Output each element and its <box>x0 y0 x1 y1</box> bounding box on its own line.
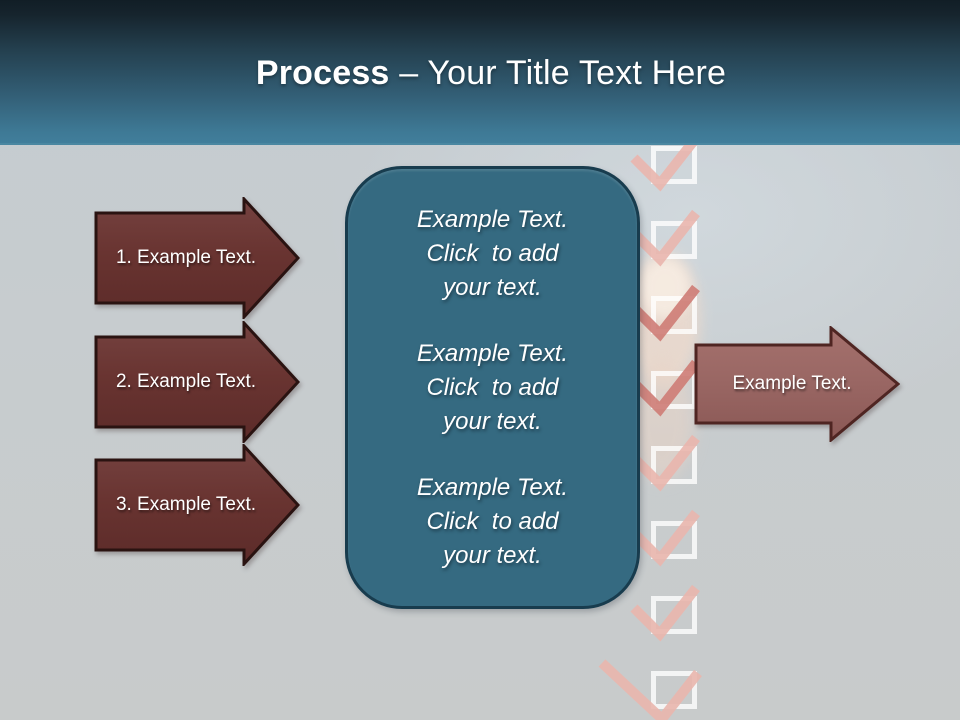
text-block: Example Text. Click to add your text. <box>348 203 637 305</box>
checkbox-icon <box>651 146 697 184</box>
title-bar: Process – Your Title Text Here <box>0 0 960 145</box>
checkmark-icon <box>630 359 700 417</box>
arrow-right-shape <box>94 197 300 319</box>
panel-text-line: Example Text. <box>416 473 569 501</box>
checkbox-icon <box>651 221 697 259</box>
title-keyword: Process <box>255 54 390 92</box>
arrow-right-shape <box>694 326 900 442</box>
text-block: Example Text. Click to add your text. <box>348 471 637 573</box>
checkmark-icon <box>630 209 700 267</box>
checkbox-icon <box>651 521 697 559</box>
process-arrow-3[interactable]: 3. Example Text. <box>94 444 300 566</box>
panel-text-line: your text. <box>443 541 542 569</box>
checkbox-item <box>626 509 756 581</box>
panel-text-line: your text. <box>443 273 542 301</box>
arrow-right-shape <box>94 321 300 443</box>
checkbox-item <box>598 659 756 720</box>
panel-text-line: Click to add <box>426 373 559 401</box>
checkmark-icon <box>630 509 700 567</box>
text-block: Example Text. Click to add your text. <box>348 337 637 439</box>
title-subtitle: – Your Title Text Here <box>389 54 727 92</box>
panel-text-line: Example Text. <box>416 339 569 367</box>
process-arrow-1[interactable]: 1. Example Text. <box>94 197 300 319</box>
checkbox-item <box>626 434 756 506</box>
checkbox-icon <box>651 596 697 634</box>
arrow-right-shape <box>94 444 300 566</box>
center-text-panel[interactable]: Example Text. Click to add your text. Ex… <box>345 166 640 609</box>
checkbox-icon <box>651 446 697 484</box>
arrow-label: Example Text. <box>732 373 852 394</box>
checkbox-item <box>626 284 756 356</box>
checkbox-item <box>626 134 756 206</box>
checkbox-item <box>626 209 756 281</box>
arrow-label: 3. Example Text. <box>115 494 257 515</box>
checkbox-icon <box>651 296 697 334</box>
checkmark-icon <box>630 584 700 642</box>
checkmark-icon <box>630 434 700 492</box>
checkmark-icon <box>630 134 700 192</box>
panel-text-line: your text. <box>443 407 542 435</box>
panel-text-line: Example Text. <box>416 205 569 233</box>
panel-text-line: Click to add <box>426 239 559 267</box>
checkmark-icon <box>630 284 700 342</box>
result-arrow[interactable]: Example Text. <box>694 326 900 442</box>
page-title: Process – Your Title Text Here <box>234 50 726 93</box>
checkbox-item <box>626 584 756 656</box>
arrow-label: 2. Example Text. <box>115 371 257 392</box>
arrow-label: 1. Example Text. <box>115 247 257 268</box>
checkmark-icon <box>598 659 702 720</box>
process-arrow-2[interactable]: 2. Example Text. <box>94 321 300 443</box>
panel-text-line: Click to add <box>426 507 559 535</box>
